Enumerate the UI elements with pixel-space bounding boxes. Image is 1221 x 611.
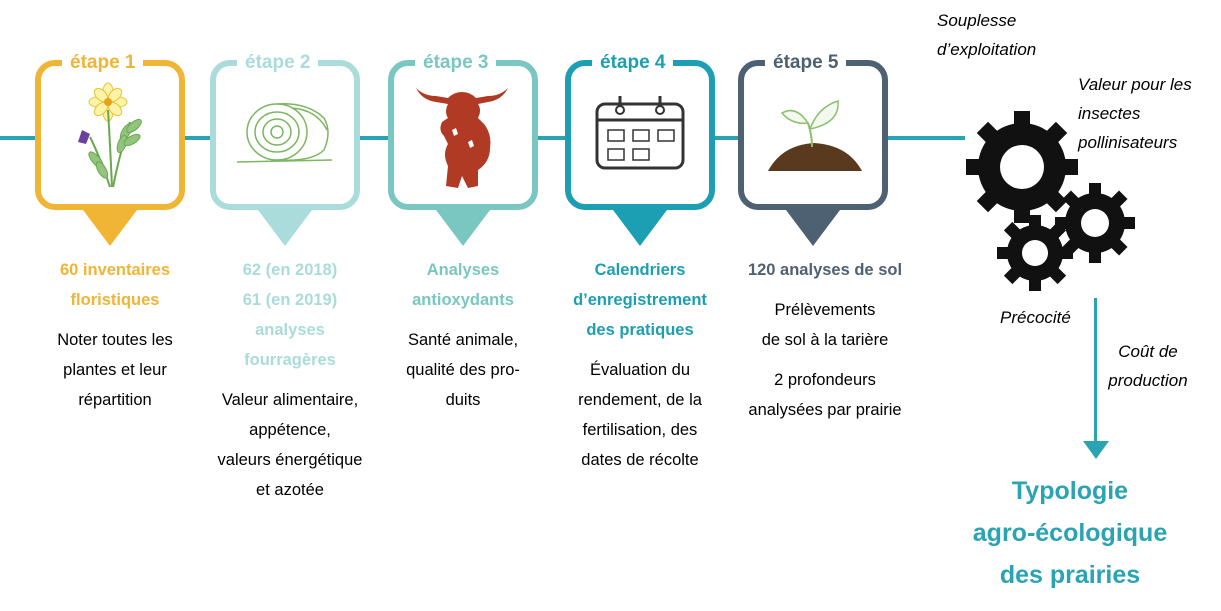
criterion-valeur-line: Valeur pour les [1078, 75, 1192, 94]
step-2-pointer [258, 210, 312, 246]
step-4-desc-line: rendement, de la [578, 391, 702, 409]
gears-icon [966, 111, 1135, 291]
step-2-desc-line: valeurs énergétique [217, 451, 363, 469]
step-2-heading-line: fourragères [244, 351, 336, 369]
step-5-pointer [786, 210, 840, 246]
criterion-valeur-pollinisateurs: Valeur pour les insectes pollinisateurs [1078, 70, 1192, 157]
step-2-heading-line: 62 (en 2018) [242, 261, 338, 279]
criterion-cout-line: Coût de [1118, 342, 1178, 361]
step-1-heading-line: floristiques [70, 291, 160, 309]
step-2-heading-line: 61 (en 2019) [242, 291, 338, 309]
step-2-heading-line: analyses [255, 321, 325, 339]
step-1-title: étape 1 [62, 53, 144, 73]
step-4-desc-line: fertilisation, des [582, 421, 698, 439]
criterion-souplesse-line: d’exploitation [937, 40, 1037, 59]
step-1-desc-line: répartition [78, 391, 152, 409]
step-2-text: 62 (en 2018) 61 (en 2019) analyses fourr… [195, 255, 385, 505]
step-5-box [738, 60, 888, 210]
step-5-desc-line: analysées par prairie [748, 401, 902, 419]
step-1-desc-line: plantes et leur [63, 361, 167, 379]
step-5-heading-line: 120 analyses de sol [747, 261, 903, 279]
step-5-text: 120 analyses de sol Prélèvements de sol … [725, 255, 925, 425]
result-title-line: des prairies [999, 561, 1141, 589]
result-title: Typologie agro-écologique des prairies [960, 470, 1180, 596]
step-1-desc-line: Noter toutes les [57, 331, 173, 349]
result-title-line: agro-écologique [972, 519, 1168, 547]
criterion-souplesse-line: Souplesse [937, 11, 1017, 30]
result-title-line: Typologie [1011, 477, 1129, 505]
step-1-heading-line: 60 inventaires [59, 261, 171, 279]
criterion-valeur-line: insectes [1078, 104, 1141, 123]
result-arrow-head [1083, 441, 1109, 459]
step-4-heading-line: Calendriers [594, 261, 686, 279]
step-5-title: étape 5 [765, 53, 847, 73]
step-2-title: étape 2 [237, 53, 319, 73]
result-arrow-line [1094, 298, 1097, 443]
step-1-text: 60 inventaires floristiques Noter toutes… [20, 255, 210, 415]
step-4-pointer [613, 210, 667, 246]
step-2-desc-line: Valeur alimentaire, [221, 391, 359, 409]
step-4-desc-line: Évaluation du [590, 361, 690, 379]
calendar-icon [595, 96, 685, 170]
criterion-cout-line: production [1108, 371, 1188, 390]
criterion-cout-production: Coût de production [1088, 337, 1208, 395]
step-5-desc-line: 2 profondeurs [774, 371, 876, 389]
step-4-title: étape 4 [592, 53, 674, 73]
step-1-pointer [83, 210, 137, 246]
step-2-desc-line: et azotée [256, 481, 324, 499]
hay-bale-icon [236, 103, 333, 163]
criterion-souplesse: Souplesse d’exploitation [937, 6, 1036, 64]
step-3-desc-line: qualité des pro- [406, 361, 520, 379]
step-4-text: Calendriers d’enregistrement des pratiqu… [545, 255, 735, 475]
step-4-heading-line: des pratiques [586, 321, 694, 339]
flower-icon [78, 82, 142, 188]
step-3-desc-line: Santé animale, [407, 331, 519, 349]
step-4-heading-line: d’enregistrement [573, 291, 707, 309]
step-3-text: Analyses antioxydants Santé animale, qua… [373, 255, 553, 415]
step-2-desc-line: appétence, [249, 421, 331, 439]
sprout-soil-icon [768, 100, 862, 171]
cow-icon [416, 88, 508, 188]
step-4-desc-line: dates de récolte [581, 451, 699, 469]
step-5-desc-line: Prélèvements [774, 301, 876, 319]
step-3-heading-line: Analyses [426, 261, 500, 279]
step-5-desc-line: de sol à la tarière [761, 331, 889, 349]
step-3-title: étape 3 [415, 53, 497, 73]
step-3-heading-line: antioxydants [412, 291, 514, 309]
step-3-desc-line: duits [445, 391, 481, 409]
step-3-pointer [436, 210, 490, 246]
criterion-precocite: Précocité [1000, 308, 1071, 327]
criterion-valeur-line: pollinisateurs [1078, 133, 1178, 152]
